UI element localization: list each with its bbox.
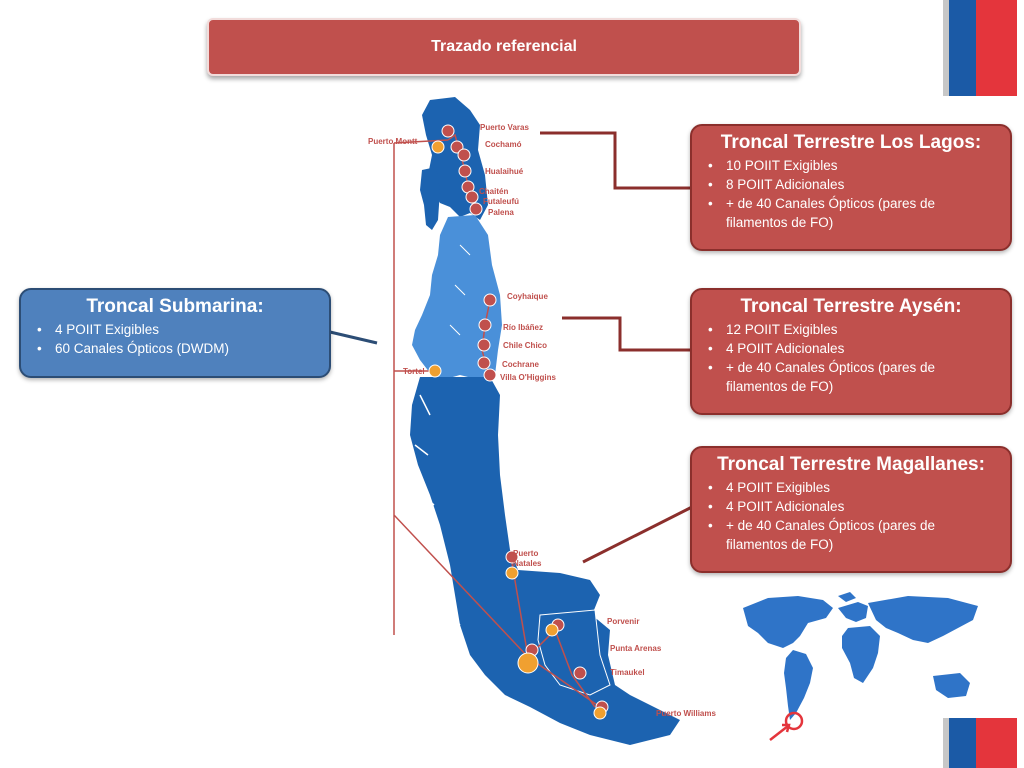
list-item: 4 POIIT Exigibles	[708, 478, 998, 497]
city-label: Natales	[513, 559, 542, 568]
box-title: Troncal Submarina:	[86, 296, 264, 317]
box-aysen: Troncal Terrestre Aysén: 12 POIIT Exigib…	[690, 288, 1012, 415]
list-item: 10 POIIT Exigibles	[708, 156, 998, 175]
city-label: Hualaihué	[485, 167, 524, 176]
city-label: Chaitén	[479, 187, 509, 196]
box-submarina: Troncal Submarina: 4 POIIT Exigibles 60 …	[19, 288, 331, 378]
city-label: Puerto Williams	[656, 709, 716, 718]
red-arrow-icon	[769, 725, 789, 741]
list-item: 4 POIIT Adicionales	[708, 497, 998, 516]
city-label: Coyhaique	[507, 292, 548, 301]
list-item: + de 40 Canales Ópticos (pares de filame…	[708, 516, 998, 554]
city-label: Chile Chico	[503, 341, 548, 350]
city-label: Cochrane	[502, 360, 539, 369]
city-label: Tortel	[403, 367, 425, 376]
list-item: 60 Canales Ópticos (DWDM)	[37, 339, 317, 358]
city-label: Punta Arenas	[610, 644, 662, 653]
city-label: Cochamó	[485, 140, 522, 149]
list-item: 4 POIIT Exigibles	[37, 320, 317, 339]
list-item: + de 40 Canales Ópticos (pares de filame…	[708, 194, 998, 232]
chile-map	[393, 97, 680, 745]
box-los-lagos: Troncal Terrestre Los Lagos: 10 POIIT Ex…	[690, 124, 1012, 251]
box-title: Troncal Terrestre Aysén:	[740, 296, 962, 317]
city-label: Futaleufú	[483, 197, 519, 206]
list-item: 12 POIIT Exigibles	[708, 320, 998, 339]
box-title: Troncal Terrestre Magallanes:	[717, 454, 985, 475]
city-label: Villa O'Higgins	[500, 373, 556, 382]
lambda-node-icon	[441, 124, 609, 714]
submarine-route	[393, 139, 529, 658]
world-map-icon	[743, 592, 978, 741]
city-label: Río Ibáñez	[503, 323, 544, 332]
box-title: Troncal Terrestre Los Lagos:	[720, 132, 982, 153]
city-label: Puerto	[513, 549, 539, 558]
flag-top-right	[943, 0, 1017, 96]
flag-bottom-right	[943, 718, 1017, 768]
region-aysen	[412, 215, 502, 380]
island-chiloe	[420, 167, 440, 230]
list-item: + de 40 Canales Ópticos (pares de filame…	[708, 358, 998, 396]
page-title: Trazado referencial	[207, 18, 801, 76]
city-label: Porvenir	[607, 617, 640, 626]
city-label: Puerto Montt	[368, 137, 418, 146]
city-label: Puerto Varas	[480, 123, 529, 132]
city-label: Palena	[488, 208, 514, 217]
list-item: 8 POIIT Adicionales	[708, 175, 998, 194]
list-item: 4 POIIT Adicionales	[708, 339, 998, 358]
box-magallanes: Troncal Terrestre Magallanes: 4 POIIT Ex…	[690, 446, 1012, 573]
region-magallanes	[410, 377, 680, 745]
city-label: Timaukel	[610, 668, 645, 677]
